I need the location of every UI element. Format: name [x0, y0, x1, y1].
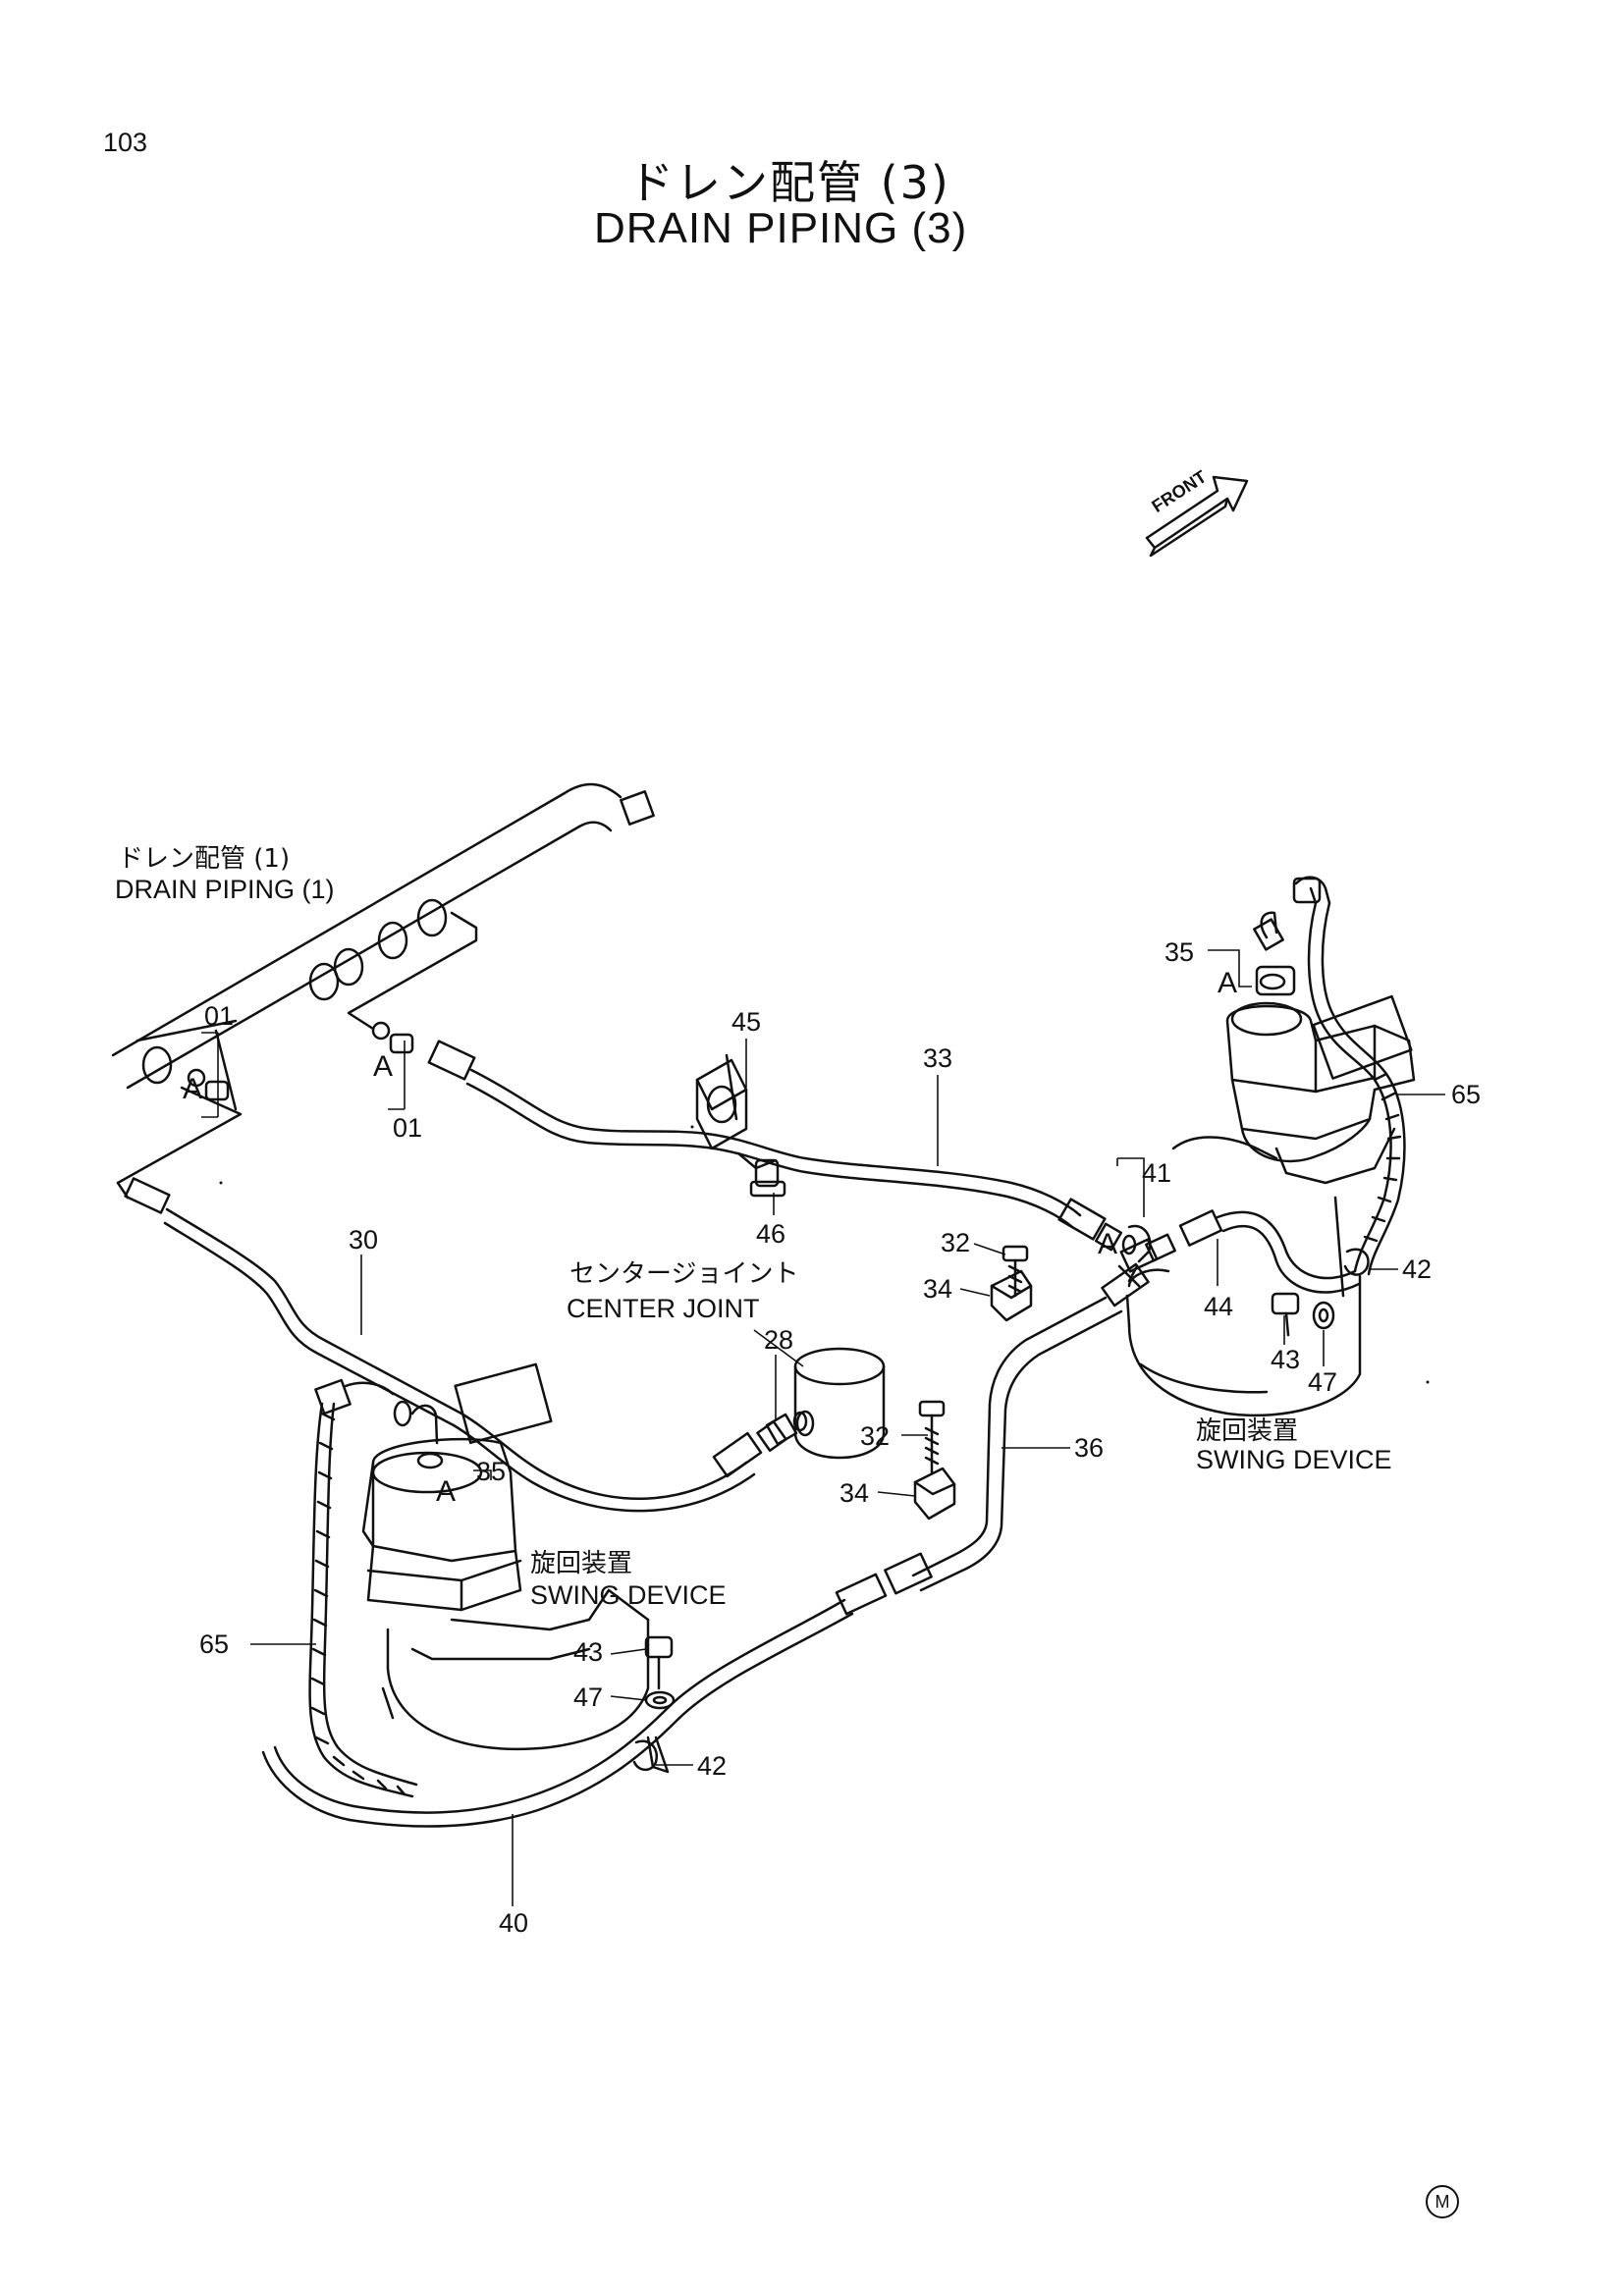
front-arrow-icon	[1147, 477, 1247, 556]
bolt-43-right	[1272, 1294, 1298, 1335]
elbow-fittings-right	[1254, 913, 1284, 988]
swing-device-right-label-jp: 旋回装置	[1196, 1416, 1299, 1446]
part-number-42-right: 42	[1402, 1255, 1433, 1284]
part-number-01-left: 01	[204, 1001, 235, 1031]
part-number-01-center: 01	[393, 1113, 423, 1143]
swing-device-right-label-en: SWING DEVICE	[1196, 1445, 1392, 1474]
part-number-46: 46	[756, 1219, 786, 1249]
drain-piping-1-label-jp: ドレン配管 (1)	[118, 844, 291, 874]
bolt-32-lower	[920, 1402, 944, 1472]
center-joint	[795, 1349, 884, 1458]
part-number-34-upper: 34	[923, 1274, 953, 1304]
part-number-41: 41	[1142, 1158, 1172, 1188]
drain-piping-1-label-en: DRAIN PIPING (1)	[115, 875, 335, 904]
hose-44	[1180, 1210, 1359, 1292]
part-number-34-lower: 34	[839, 1478, 870, 1508]
part-number-43-left: 43	[573, 1637, 604, 1667]
part-number-43-right: 43	[1271, 1345, 1301, 1374]
title-english: DRAIN PIPING (3)	[594, 204, 968, 252]
hose-36	[885, 1264, 1148, 1593]
hose-65-right	[1294, 878, 1404, 1274]
hose-30	[118, 1178, 806, 1511]
swing-device-right	[1127, 967, 1414, 1415]
view-marker-a-top-right: A	[1218, 967, 1238, 999]
part-number-47-right: 47	[1308, 1367, 1338, 1397]
view-marker-a-center: A	[373, 1050, 394, 1083]
part-number-35-left: 35	[476, 1457, 507, 1486]
view-marker-a-left-swing: A	[436, 1475, 457, 1508]
tee-fitting-41	[1119, 1226, 1175, 1286]
title-japanese: ドレン配管 (3)	[628, 156, 950, 209]
clamp-42-left	[634, 1741, 657, 1770]
view-marker-a-left: A	[183, 1073, 203, 1105]
part-number-44: 44	[1204, 1292, 1234, 1321]
part-number-36: 36	[1074, 1433, 1105, 1463]
bolt-46	[738, 1153, 785, 1196]
washer-47-left	[646, 1692, 674, 1708]
hose-65-left	[310, 1380, 416, 1796]
clamp-34-lower	[915, 1468, 954, 1519]
swing-device-left-label-en: SWING DEVICE	[530, 1580, 727, 1610]
part-number-32-upper: 32	[941, 1228, 971, 1257]
center-joint-label-jp: センタージョイント	[569, 1259, 799, 1289]
part-number-65-left: 65	[199, 1629, 230, 1659]
part-number-47-left: 47	[573, 1682, 604, 1712]
hose-40	[263, 1575, 886, 1827]
view-marker-a-right: A	[1098, 1228, 1118, 1260]
bolt-32-upper	[1003, 1247, 1027, 1296]
bolt-43-left	[646, 1637, 672, 1688]
center-joint-label-en: CENTER JOINT	[567, 1294, 760, 1323]
part-number-32-lower: 32	[860, 1421, 891, 1451]
swing-device-left-label-jp: 旋回装置	[530, 1549, 633, 1578]
clamp-42-right	[1345, 1250, 1369, 1275]
clamp-34-upper	[992, 1271, 1031, 1320]
part-number-45: 45	[731, 1007, 762, 1037]
part-number-28: 28	[764, 1325, 794, 1355]
page-number: 103	[103, 128, 148, 157]
part-number-35-right: 35	[1164, 937, 1195, 967]
drain-piping-1-assembly	[113, 784, 654, 1183]
fitting-35-left	[412, 1406, 442, 1468]
swing-device-left	[363, 1364, 648, 1749]
manufacturer-mark: M	[1426, 2185, 1459, 2218]
part-number-65-right: 65	[1451, 1080, 1482, 1109]
part-number-33: 33	[923, 1043, 953, 1073]
part-number-40: 40	[499, 1908, 529, 1938]
fitting-28	[767, 1415, 796, 1444]
bracket-45	[697, 1055, 746, 1148]
washer-47-right	[1314, 1303, 1333, 1328]
part-number-30: 30	[349, 1225, 379, 1255]
part-number-42-left: 42	[697, 1751, 728, 1781]
